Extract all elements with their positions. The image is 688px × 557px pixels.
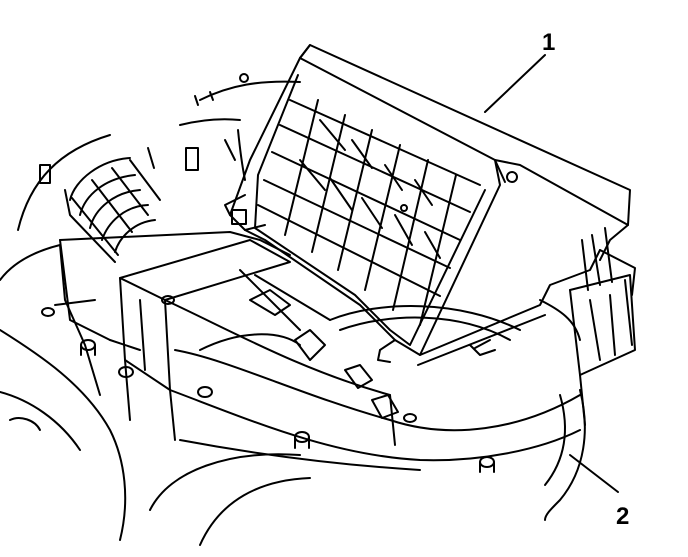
left-posts bbox=[39, 147, 247, 225]
filter-cover bbox=[224, 44, 636, 366]
left-vent-grille bbox=[64, 157, 161, 263]
callout-label-1: 1 bbox=[542, 29, 555, 56]
left-housing-outline bbox=[0, 134, 311, 546]
callout-leaders bbox=[484, 54, 619, 493]
callout-label-2: 2 bbox=[616, 503, 629, 530]
leader-line-2 bbox=[569, 454, 619, 493]
blower-housing bbox=[41, 231, 636, 521]
leader-line-1 bbox=[484, 54, 546, 113]
